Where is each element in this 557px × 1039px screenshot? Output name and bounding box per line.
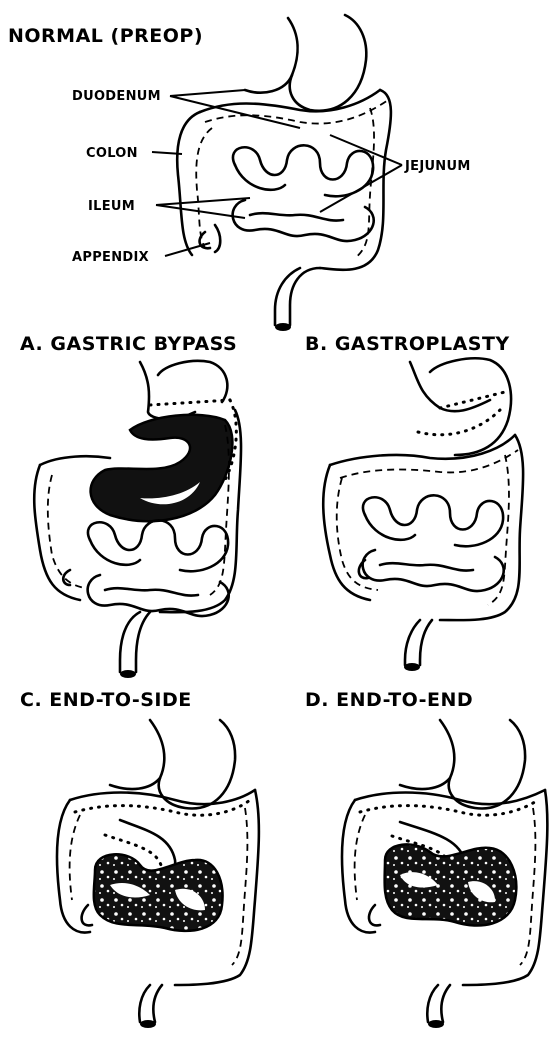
panel-end-to-end: D. END-TO-END	[305, 689, 547, 1028]
label-duodenum: DUODENUM	[72, 89, 161, 104]
panel-normal-title: NORMAL (PREOP)	[8, 25, 203, 47]
panel-end-to-side: C. END-TO-SIDE	[20, 689, 259, 1028]
panel-b-title: B. GASTROPLASTY	[305, 333, 510, 355]
stomach-outline	[288, 15, 366, 111]
panel-gastric-bypass: A. GASTRIC BYPASS	[20, 333, 241, 678]
label-appendix: APPENDIX	[72, 250, 149, 265]
bypassed-bowel-c	[94, 854, 223, 931]
panel-c-title: C. END-TO-SIDE	[20, 689, 192, 711]
panel-d-title: D. END-TO-END	[305, 689, 473, 711]
bypassed-stomach	[91, 415, 233, 521]
label-colon: COLON	[86, 146, 138, 161]
panel-normal: NORMAL (PREOP) DUODENUM COLON ILEUM	[8, 15, 471, 331]
colon-outline	[177, 112, 200, 255]
panel-a-title: A. GASTRIC BYPASS	[20, 333, 237, 355]
label-jejunum: JEJUNUM	[404, 159, 471, 174]
label-ileum: ILEUM	[88, 199, 135, 214]
panel-gastroplasty: B. GASTROPLASTY	[305, 333, 523, 671]
bypassed-bowel-d	[385, 844, 517, 925]
